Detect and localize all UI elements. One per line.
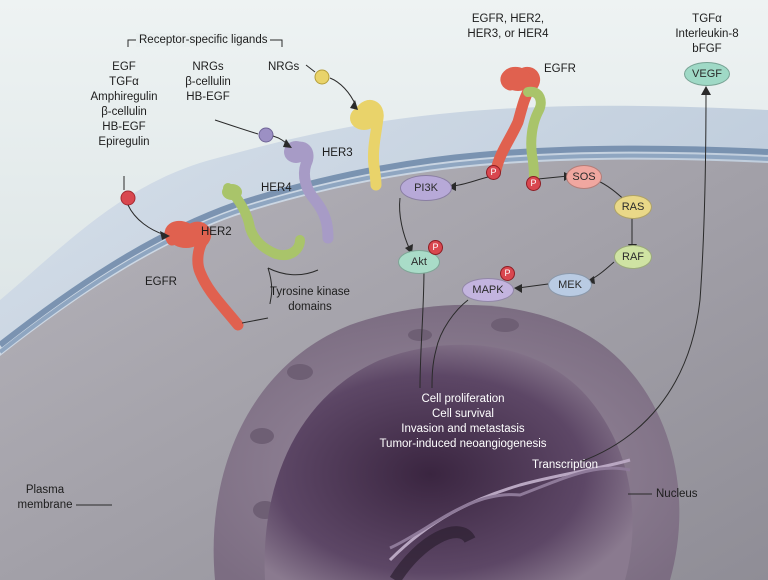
egfr-left-label: EGFR [145,276,177,288]
nuclear-pore [287,364,313,380]
outcome-invasion: Invasion and metastasis [401,423,525,435]
node-mek: MEK [548,273,592,297]
chromatin [389,526,476,580]
ligand-nrg-sphere-her3 [314,69,330,85]
egfr-dimer-green [523,86,546,183]
egfr-top-label: EGFR [544,63,576,75]
phosphate-marker: P [486,165,501,180]
cell-outcomes: Cell proliferation Cell survival Invasio… [379,392,546,452]
node-vegf: VEGF [684,62,730,86]
node-raf: RAF [614,245,652,269]
nuclear-pore [250,428,274,444]
ligand-hb-egf-2: HB-EGF [186,91,230,103]
dimer-title-line2: HER3, or HER4 [467,28,549,40]
ligand-nrg-sphere [258,127,274,143]
plasma-membrane-line1: Plasma [25,484,65,496]
factor-tgfa: TGFα [692,13,722,25]
transcription-label: Transcription [532,459,599,471]
node-pi3k: PI3K [400,175,452,201]
her3-label: HER3 [322,147,353,159]
ligand-group-egfr: EGF TGFα Amphiregulin β-cellulin HB-EGF … [90,60,157,150]
angiogenic-factors: TGFα Interleukin-8 bFGF [675,12,738,57]
receptor-specific-ligands-label: Receptor-specific ligands [136,33,271,47]
phosphate-marker: P [428,240,443,255]
phosphate-marker: P [526,176,541,191]
tyrosine-kinase-label: Tyrosine kinase domains [270,285,350,315]
node-akt: Akt [398,250,440,274]
dimer-title: EGFR, HER2, HER3, or HER4 [467,12,548,42]
dimer-title-line1: EGFR, HER2, [471,13,545,25]
tyrosine-kinase-line1: Tyrosine kinase [270,286,350,298]
ligand-betacellulin-2: β-cellulin [185,76,231,88]
nucleus-interior [264,344,633,580]
outcome-survival: Cell survival [431,408,494,420]
membrane-inner-layer [0,145,768,348]
ligand-epiregulin: Epiregulin [98,136,150,148]
node-ras: RAS [614,195,652,219]
nuclear-pore [491,318,519,332]
node-mapk: MAPK [462,278,514,302]
ligand-nrgs: NRGs [192,61,224,73]
her4-label: HER4 [261,182,292,194]
nucleus-label: Nucleus [656,488,698,500]
ligand-group-her4: NRGs β-cellulin HB-EGF [185,60,231,105]
her3-receptor [350,100,384,191]
tyrosine-kinase-line2: domains [288,301,332,313]
node-sos: SOS [566,165,602,189]
ligand-egf-sphere [120,190,136,206]
plasma-membrane-line2: membrane [17,499,73,511]
dna-strand [389,466,631,550]
phosphate-marker: P [500,266,515,281]
plasma-membrane-label: Plasma membrane [18,483,73,513]
outcome-proliferation: Cell proliferation [421,393,505,405]
factor-bfgf: bFGF [692,43,722,55]
nuclear-pore [408,329,432,341]
ligand-egf: EGF [112,61,136,73]
ligand-hb-egf: HB-EGF [102,121,146,133]
ligand-amphiregulin: Amphiregulin [90,91,158,103]
ligand-betacellulin: β-cellulin [101,106,147,118]
ligand-tgfa: TGFα [109,76,139,88]
outcome-neoangiogenesis: Tumor-induced neoangiogenesis [379,438,547,450]
her2-receptor [222,183,305,260]
factor-interleukin-8: Interleukin-8 [675,28,739,40]
ligand-nrgs-her3: NRGs [268,61,300,73]
her2-label: HER2 [201,226,232,238]
egfr-receptor-left [164,220,244,331]
membrane-inner-edge [0,153,768,354]
